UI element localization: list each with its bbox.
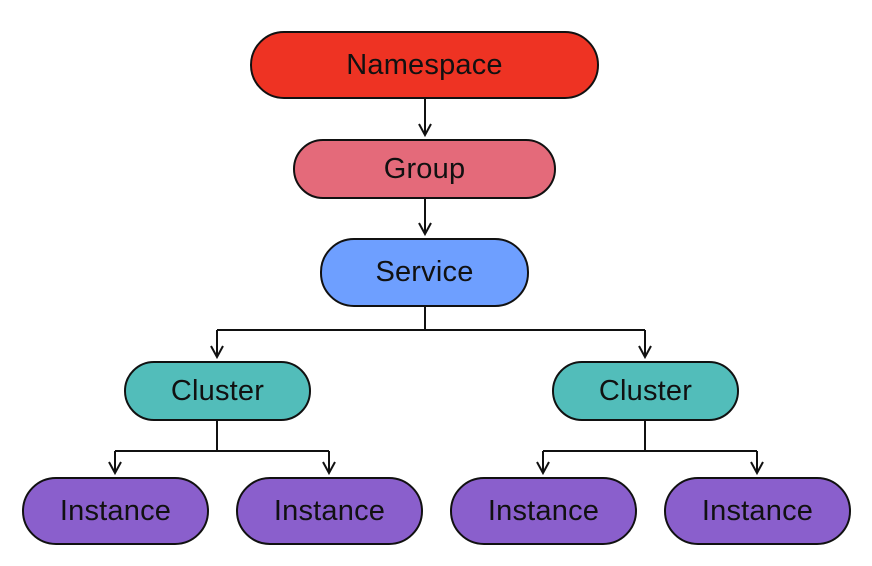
arrowhead-instance-2	[322, 461, 336, 476]
arrowhead-cluster-right	[638, 345, 652, 360]
arrowhead-instance-1	[108, 461, 122, 476]
cluster-label: Cluster	[170, 374, 265, 407]
instance-node-2[interactable]: Instance	[236, 477, 423, 545]
instance-label: Instance	[701, 494, 814, 527]
instance-node-3[interactable]: Instance	[450, 477, 637, 545]
instance-label: Instance	[487, 494, 600, 527]
group-label: Group	[383, 152, 466, 185]
arrowhead-service	[418, 222, 432, 237]
edge-cluster-right-instances	[543, 421, 757, 452]
cluster-node-right[interactable]: Cluster	[552, 361, 739, 421]
namespace-label: Namespace	[346, 48, 503, 81]
edge-cluster-left-instances	[115, 421, 329, 452]
instance-label: Instance	[273, 494, 386, 527]
namespace-node[interactable]: Namespace	[250, 31, 599, 99]
instance-label: Instance	[59, 494, 172, 527]
cluster-node-left[interactable]: Cluster	[124, 361, 311, 421]
service-node[interactable]: Service	[320, 238, 529, 307]
group-node[interactable]: Group	[293, 139, 556, 199]
arrowhead-group	[418, 123, 432, 138]
instance-node-1[interactable]: Instance	[22, 477, 209, 545]
service-label: Service	[375, 256, 474, 288]
cluster-label: Cluster	[598, 374, 693, 407]
arrowhead-instance-4	[750, 461, 764, 476]
instance-node-4[interactable]: Instance	[664, 477, 851, 545]
arrowhead-instance-3	[536, 461, 550, 476]
edge-service-clusters	[217, 307, 645, 331]
arrowhead-cluster-left	[210, 345, 224, 360]
